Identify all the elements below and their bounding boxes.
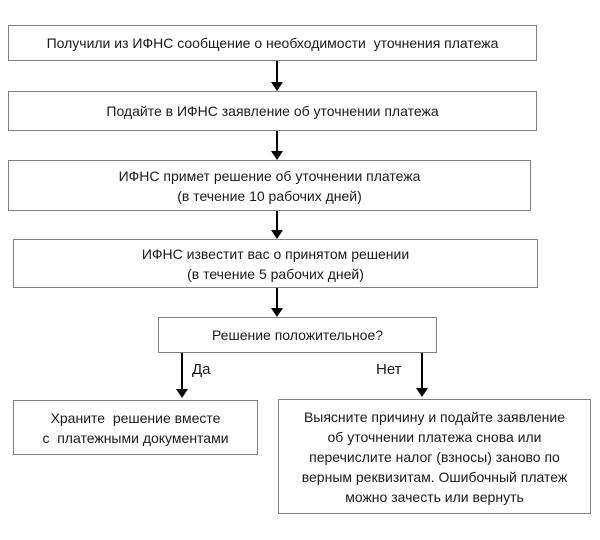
arrow-head-icon [271, 230, 283, 239]
node-submit-application: Подайте в ИФНС заявление об уточнении пл… [8, 91, 537, 131]
yes-branch-label: Да [192, 361, 211, 378]
arrow-head-icon [176, 389, 188, 398]
yes-branch-arrow [176, 353, 188, 398]
node-find-reason-and-resubmit: Выясните причину и подайте заявление об … [278, 399, 591, 514]
arrow-head-icon [271, 82, 283, 91]
arrow-shaft [276, 61, 278, 84]
arrow-head-icon [271, 308, 283, 317]
down-arrow-2 [271, 131, 283, 160]
arrow-shaft [421, 353, 423, 390]
arrow-head-icon [416, 388, 428, 397]
down-arrow-4 [271, 288, 283, 317]
arrow-head-icon [271, 151, 283, 160]
node-ifns-decision-10-days: ИФНС примет решение об уточнении платежа… [8, 160, 531, 211]
arrow-shaft [276, 288, 278, 310]
down-arrow-1 [271, 61, 283, 91]
node-received-ifns-message: Получили из ИФНС сообщение о необходимос… [8, 25, 537, 61]
node-ifns-notify-5-days: ИФНС известит вас о принятом решении (в … [13, 239, 538, 288]
arrow-shaft [181, 353, 183, 391]
no-branch-label: Нет [376, 361, 402, 378]
arrow-shaft [276, 211, 278, 232]
arrow-shaft [276, 131, 278, 153]
down-arrow-3 [271, 211, 283, 239]
no-branch-arrow [416, 353, 428, 397]
node-keep-decision-with-documents: Храните решение вместе с платежными доку… [13, 400, 258, 455]
node-decision-positive-question: Решение положительное? [158, 317, 437, 353]
